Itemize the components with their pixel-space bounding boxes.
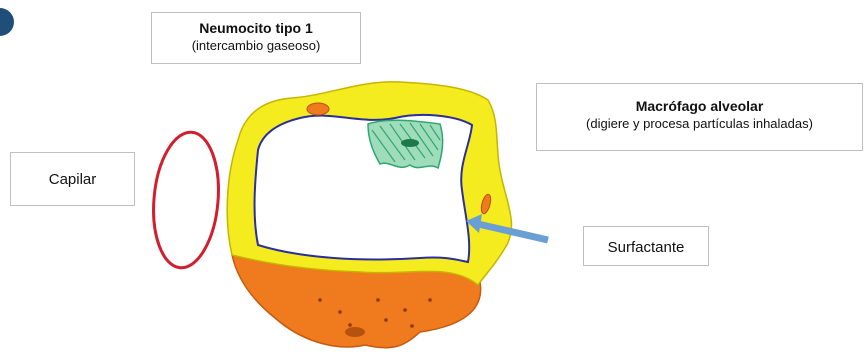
type1-nucleus (307, 103, 329, 115)
label-surfactant: Surfactante (583, 226, 709, 266)
label-title: Macrófago alveolar (537, 98, 862, 114)
label-title: Neumocito tipo 1 (152, 20, 360, 36)
label-type1-pneumocyte: Neumocito tipo 1 (intercambio gaseoso) (151, 12, 361, 64)
type2-nucleus (345, 327, 365, 337)
alveolar-macrophage (368, 120, 443, 168)
label-title: Capilar (11, 171, 134, 188)
label-capillary: Capilar (10, 152, 135, 206)
label-subtitle: (digiere y procesa partículas inhaladas) (537, 116, 862, 131)
label-subtitle: (intercambio gaseoso) (152, 38, 360, 53)
capillary-vessel (148, 129, 224, 270)
label-alveolar-macrophage: Macrófago alveolar (digiere y procesa pa… (536, 83, 863, 151)
label-title: Surfactante (584, 239, 708, 256)
